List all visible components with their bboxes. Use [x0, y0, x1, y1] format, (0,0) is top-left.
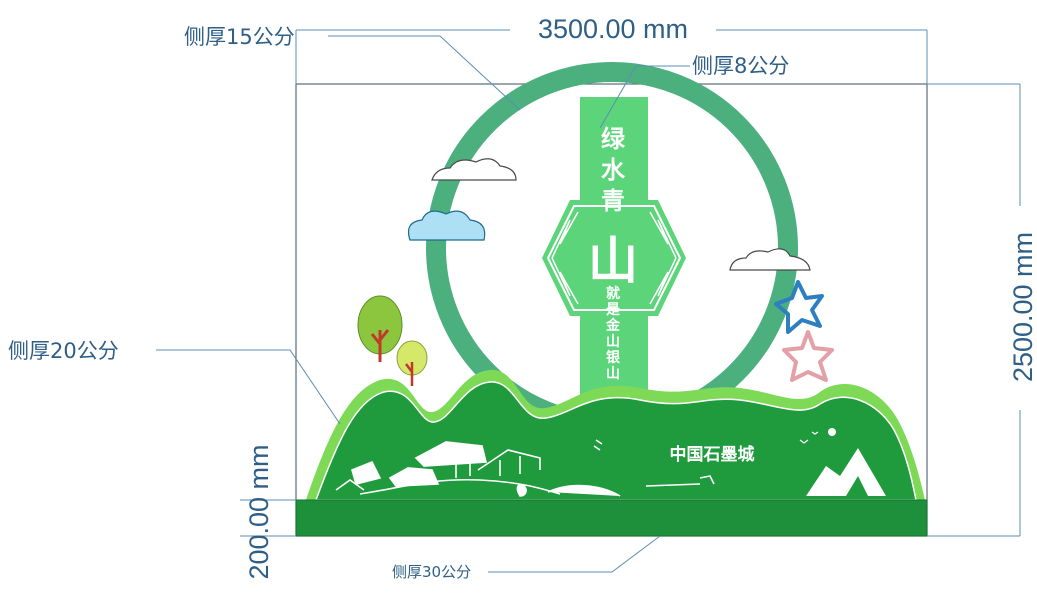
annotation-column-thickness: 侧厚8公分 — [692, 54, 789, 78]
star-blue — [774, 280, 824, 334]
annotation-base-thickness: 侧厚30公分 — [392, 563, 471, 581]
annotation-ring-thickness: 侧厚15公分 — [184, 25, 295, 49]
slogan-char-6: 山 — [606, 366, 620, 382]
cloud-left — [407, 210, 486, 241]
vertical-slogan: 就 是 金 山 银 山 — [605, 285, 621, 382]
birds — [799, 431, 819, 444]
column-char-3: 青 — [601, 187, 625, 215]
tree-large — [357, 295, 403, 362]
base-height-dimension: 200.00 mm — [244, 444, 274, 579]
star-pink — [782, 330, 834, 382]
hill-dark-layer — [314, 381, 917, 501]
base-plinth — [295, 499, 928, 537]
brand-label: 中国石墨城 — [670, 444, 755, 465]
big-char: 山 — [588, 232, 638, 290]
slogan-char-4: 山 — [606, 334, 620, 350]
column-char-1: 绿 — [601, 125, 626, 153]
slogan-char-3: 金 — [605, 317, 621, 334]
width-dimension: 3500.00 mm — [538, 14, 688, 44]
hexagon-panel — [542, 200, 686, 316]
cloud-top-left — [431, 158, 517, 181]
mountain-right — [806, 448, 886, 496]
slogan-char-1: 就 — [606, 285, 620, 302]
village-scene — [335, 439, 715, 497]
sun-icon — [828, 428, 836, 436]
column-char-2: 水 — [601, 156, 626, 184]
cloud-right — [729, 248, 811, 271]
slogan-char-2: 是 — [606, 302, 621, 318]
tree-small — [396, 340, 428, 386]
annotation-hill-thickness: 侧厚20公分 — [8, 339, 119, 363]
height-dimension: 2500.00 mm — [1008, 232, 1037, 382]
slogan-char-5: 银 — [606, 349, 621, 366]
